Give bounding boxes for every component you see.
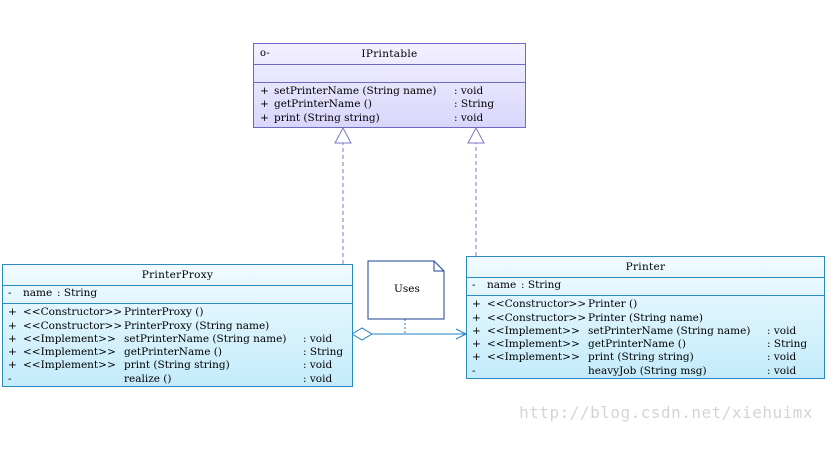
operation-row: + getPrinterName () : String [260, 98, 495, 111]
operation-row: + <<Constructor>> PrinterProxy (String n… [8, 319, 270, 332]
printer-name: Printer [625, 261, 666, 273]
operation-row: + <<Implement>> print (String string) : … [8, 359, 333, 372]
iprintable-name: IPrintable [361, 48, 418, 60]
note-text: Uses [394, 283, 420, 295]
operation-row: + <<Implement>> print (String string) : … [472, 351, 797, 364]
operation-row: + setPrinterName (String name) : void [260, 85, 484, 97]
iprintable-attributes [254, 64, 525, 82]
printer-class[interactable]: Printer - name : String + <<Constructor>… [466, 256, 825, 379]
operation-row: + print (String string) : void [260, 111, 484, 124]
operation-row: - realize () : void [8, 372, 333, 385]
printerproxy-class[interactable]: PrinterProxy - name : String + <<Constru… [2, 264, 353, 387]
operation-row: - heavyJob (String msg) : void [472, 364, 797, 377]
attribute-row: - name : String [8, 287, 98, 299]
operation-row: + <<Implement>> setPrinterName (String n… [472, 324, 797, 337]
interface-icon: o- [260, 48, 270, 59]
watermark: http://blog.csdn.net/xiehuimx [519, 403, 813, 422]
printer-header: Printer [467, 257, 824, 277]
iprintable-header: o- IPrintable [254, 44, 525, 64]
realization-arrowhead-proxy [334, 126, 352, 144]
attribute-row: - name : String [472, 279, 562, 291]
printerproxy-operations: + <<Constructor>> PrinterProxy () + <<Co… [3, 303, 352, 386]
operation-row: + <<Implement>> getPrinterName () : Stri… [472, 338, 808, 351]
realization-arrowhead-printer [467, 126, 485, 144]
aggregation-diamond [351, 327, 373, 341]
printerproxy-name: PrinterProxy [141, 269, 214, 281]
printer-operations: + <<Constructor>> Printer () + <<Constru… [467, 295, 824, 378]
note-shape [367, 260, 445, 320]
note: Uses [368, 261, 445, 320]
printerproxy-attributes: - name : String [3, 285, 352, 303]
relationship-lines [334, 126, 485, 341]
printerproxy-header: PrinterProxy [3, 265, 352, 285]
note-fold [433, 261, 444, 272]
iprintable-operations: + setPrinterName (String name) : void + … [254, 82, 525, 125]
operation-row: + <<Constructor>> Printer (String name) [472, 311, 703, 324]
operation-row: + <<Constructor>> Printer () [472, 298, 638, 311]
operation-row: + <<Implement>> setPrinterName (String n… [8, 332, 333, 345]
operation-row: + <<Implement>> getPrinterName () : Stri… [8, 346, 344, 359]
iprintable-interface[interactable]: o- IPrintable + setPrinterName (String n… [253, 43, 526, 128]
printer-attributes: - name : String [467, 277, 824, 295]
operation-row: + <<Constructor>> PrinterProxy () [8, 306, 204, 319]
